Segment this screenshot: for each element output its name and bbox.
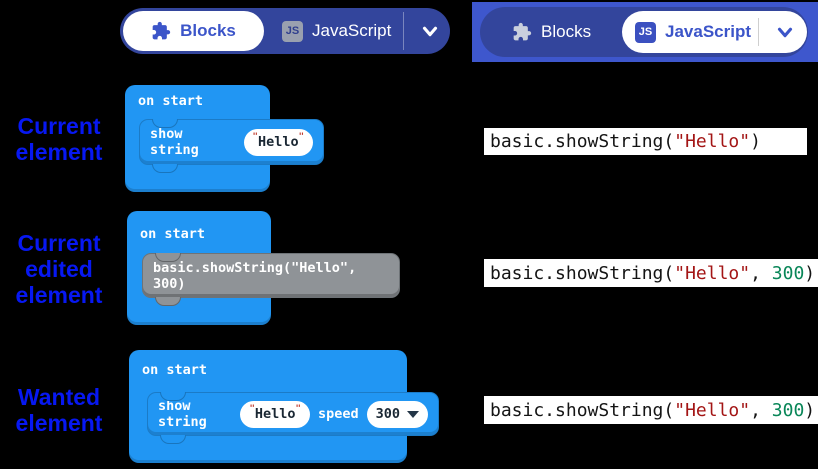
tab-javascript-label: JavaScript (312, 21, 392, 40)
js-icon: JS (635, 21, 656, 43)
puzzle-icon (513, 22, 532, 41)
on-start-label: on start (138, 93, 204, 109)
quote-mark: " (249, 403, 255, 414)
code-prefix: basic.showString( (490, 399, 675, 421)
on-start-block[interactable]: on start show string "Hello" speed 300 (129, 350, 439, 463)
label-line: element (15, 410, 103, 436)
tab-blocks-label: Blocks (180, 21, 236, 40)
js-icon: JS (282, 20, 303, 42)
show-string-label: show string (158, 398, 207, 430)
string-value: Hello (257, 134, 299, 150)
editor-toggle-blocks-selected: Blocks JS JavaScript (120, 8, 450, 54)
code-number-literal: 300 (771, 262, 805, 284)
label-line: Current (17, 230, 101, 256)
speed-label: speed (317, 406, 359, 422)
speed-dropdown-field[interactable]: 300 (366, 400, 428, 428)
string-value-field[interactable]: "Hello" (243, 128, 313, 156)
tab-javascript[interactable]: JS JavaScript (282, 8, 391, 54)
chevron-down-icon (777, 27, 792, 38)
label-line: element (15, 139, 103, 165)
toggle-divider (403, 12, 404, 50)
code-line-show-string[interactable]: basic.showString("Hello") (484, 128, 807, 155)
tab-blocks-label: Blocks (541, 22, 592, 41)
label-line: Wanted (17, 384, 101, 410)
quote-mark: " (295, 403, 301, 414)
quote-mark: " (298, 131, 304, 142)
code-string-literal: "Hello" (674, 399, 751, 421)
label-line: Current (17, 113, 101, 139)
chevron-down-icon (422, 26, 438, 37)
block-bump (152, 164, 178, 173)
grey-javascript-block[interactable]: basic.showString("Hello", 300) (142, 253, 400, 306)
on-start-block[interactable]: on start basic.showString("Hello", 300) (127, 211, 400, 325)
editor-toggle-js-selected: Blocks JS JavaScript (480, 7, 808, 57)
on-start-label: on start (140, 226, 206, 242)
code-line-show-string-speed[interactable]: basic.showString("Hello", 300) (484, 259, 818, 287)
block-bump (160, 435, 186, 444)
code-comma: , (750, 262, 772, 284)
on-start-block[interactable]: on start show string "Hello" (125, 85, 324, 192)
code-prefix: basic.showString( (490, 131, 675, 152)
puzzle-icon (152, 21, 171, 40)
dropdown-arrow-icon (407, 410, 419, 418)
label-line: element (15, 282, 103, 308)
code-line-show-string-speed[interactable]: basic.showString("Hello", 300) (484, 396, 818, 424)
string-value: Hello (254, 406, 296, 422)
tab-javascript-label: JavaScript (665, 22, 751, 41)
tab-blocks[interactable]: Blocks (123, 11, 264, 51)
code-comma: , (750, 399, 772, 421)
label-line: edited (25, 256, 93, 282)
show-string-block[interactable]: show string "Hello" (139, 119, 324, 173)
quote-mark: " (252, 131, 258, 142)
code-close-paren: ) (750, 131, 761, 152)
tab-javascript[interactable]: JS JavaScript (622, 11, 807, 53)
show-string-label: show string (150, 126, 199, 158)
block-bump (155, 297, 181, 306)
row-label-current-element: Current element (0, 113, 118, 165)
grey-block-code: basic.showString("Hello", 300) (153, 259, 357, 292)
code-prefix: basic.showString( (490, 262, 675, 284)
code-close-paren: ) (804, 399, 816, 421)
string-value-field[interactable]: "Hello" (240, 400, 310, 428)
toggle-dropdown-button[interactable] (410, 8, 450, 54)
show-string-speed-block[interactable]: show string "Hello" speed 300 (147, 392, 439, 444)
tab-blocks[interactable]: Blocks (512, 7, 591, 57)
code-string-literal: "Hello" (674, 131, 751, 152)
speed-value: 300 (375, 406, 400, 422)
row-label-wanted-element: Wanted element (0, 384, 118, 436)
editor-header-bar: Blocks JS JavaScript (472, 2, 818, 62)
toggle-divider (758, 18, 759, 46)
toggle-dropdown-button[interactable] (762, 11, 807, 53)
code-string-literal: "Hello" (674, 262, 751, 284)
code-number-literal: 300 (771, 399, 805, 421)
code-close-paren: ) (804, 262, 816, 284)
on-start-label: on start (142, 362, 208, 378)
row-label-current-edited-element: Current edited element (0, 230, 118, 308)
